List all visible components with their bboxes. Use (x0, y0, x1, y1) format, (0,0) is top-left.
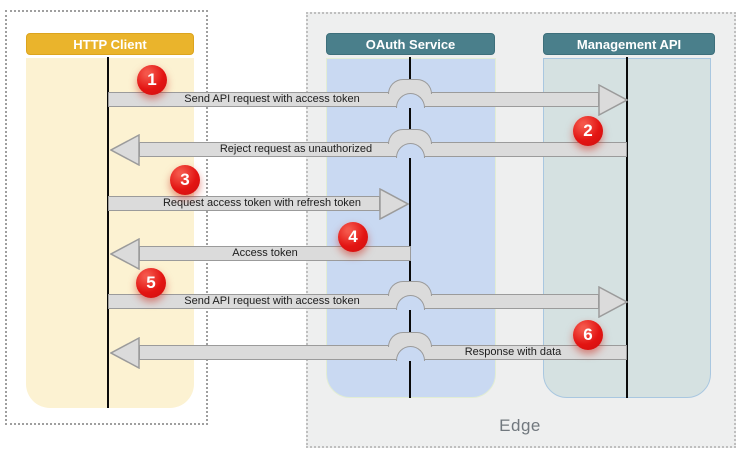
lifeline-oauth-service (409, 57, 411, 398)
line-hop-icon (388, 332, 432, 347)
edge-zone-label: Edge (499, 416, 541, 435)
actor-header-http-client: HTTP Client (26, 33, 194, 55)
line-hop-icon (388, 281, 432, 296)
step-badge: 5 (136, 268, 166, 298)
arrowhead-left-icon (110, 134, 140, 166)
step-badge: 6 (573, 320, 603, 350)
lifeline-http-client (107, 57, 109, 408)
message-label: Access token (232, 247, 298, 259)
arrowhead-right-icon (598, 84, 628, 116)
message-label: Send API request with access token (184, 295, 360, 307)
message-label: Reject request as unauthorized (219, 143, 373, 155)
step-badge: 2 (573, 116, 603, 146)
line-hop-icon (388, 79, 432, 94)
step-badge: 3 (170, 165, 200, 195)
step-badge: 4 (338, 222, 368, 252)
arrowhead-left-icon (110, 238, 140, 270)
lifeline-management-api (626, 57, 628, 398)
line-hop-icon (388, 129, 432, 144)
actor-header-oauth-service: OAuth Service (326, 33, 495, 55)
message-label: Request access token with refresh token (162, 197, 362, 209)
message-label: Send API request with access token (184, 93, 360, 105)
step-badge: 1 (137, 65, 167, 95)
arrowhead-left-icon (110, 337, 140, 369)
message-band (139, 142, 627, 157)
arrowhead-right-icon (379, 188, 409, 220)
message-label: Response with data (464, 346, 562, 358)
actor-header-management-api: Management API (543, 33, 715, 55)
arrowhead-right-icon (598, 286, 628, 318)
